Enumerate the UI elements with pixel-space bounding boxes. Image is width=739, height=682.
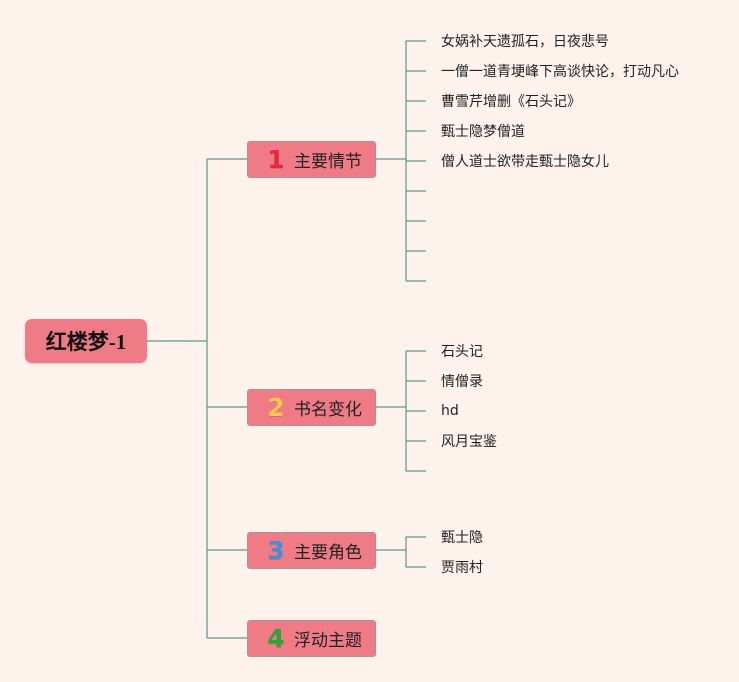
topic-badge: 2	[267, 393, 285, 422]
topic-label: 浮动主题	[294, 631, 362, 651]
leaf-node[interactable]: hd	[441, 403, 459, 419]
root-label: 红楼梦-1	[45, 330, 127, 354]
topic-node[interactable]: 4 浮动主题	[247, 620, 376, 657]
topic-label: 书名变化	[294, 400, 362, 420]
leaf-node[interactable]: 风月宝鉴	[441, 434, 497, 450]
topic-node[interactable]: 1 主要情节	[247, 141, 376, 178]
leaf-node[interactable]: 女娲补天遗孤石，日夜悲号	[441, 34, 609, 50]
topic-node[interactable]: 2 书名变化	[247, 389, 376, 426]
leaf-node[interactable]: 僧人道士欲带走甄士隐女儿	[441, 154, 609, 170]
leaf-node[interactable]: 曹雪芹增删《石头记》	[441, 94, 581, 110]
topic-badge: 4	[267, 624, 285, 653]
leaf-node[interactable]: 甄士隐	[441, 530, 483, 546]
leaf-node[interactable]: 石头记	[441, 344, 483, 360]
topic-label: 主要情节	[294, 152, 362, 172]
topic-node[interactable]: 3 主要角色	[247, 532, 376, 569]
topic-badge: 1	[267, 145, 285, 174]
leaf-node[interactable]: 贾雨村	[441, 560, 483, 576]
leaf-node[interactable]: 一僧一道青埂峰下高谈快论，打动凡心	[441, 64, 679, 80]
leaf-node[interactable]: 甄士隐梦僧道	[441, 124, 525, 140]
leaf-node[interactable]: 情僧录	[441, 374, 483, 390]
root-node[interactable]: 红楼梦-1	[25, 319, 147, 363]
topic-badge: 3	[267, 536, 285, 565]
topic-label: 主要角色	[294, 543, 362, 563]
